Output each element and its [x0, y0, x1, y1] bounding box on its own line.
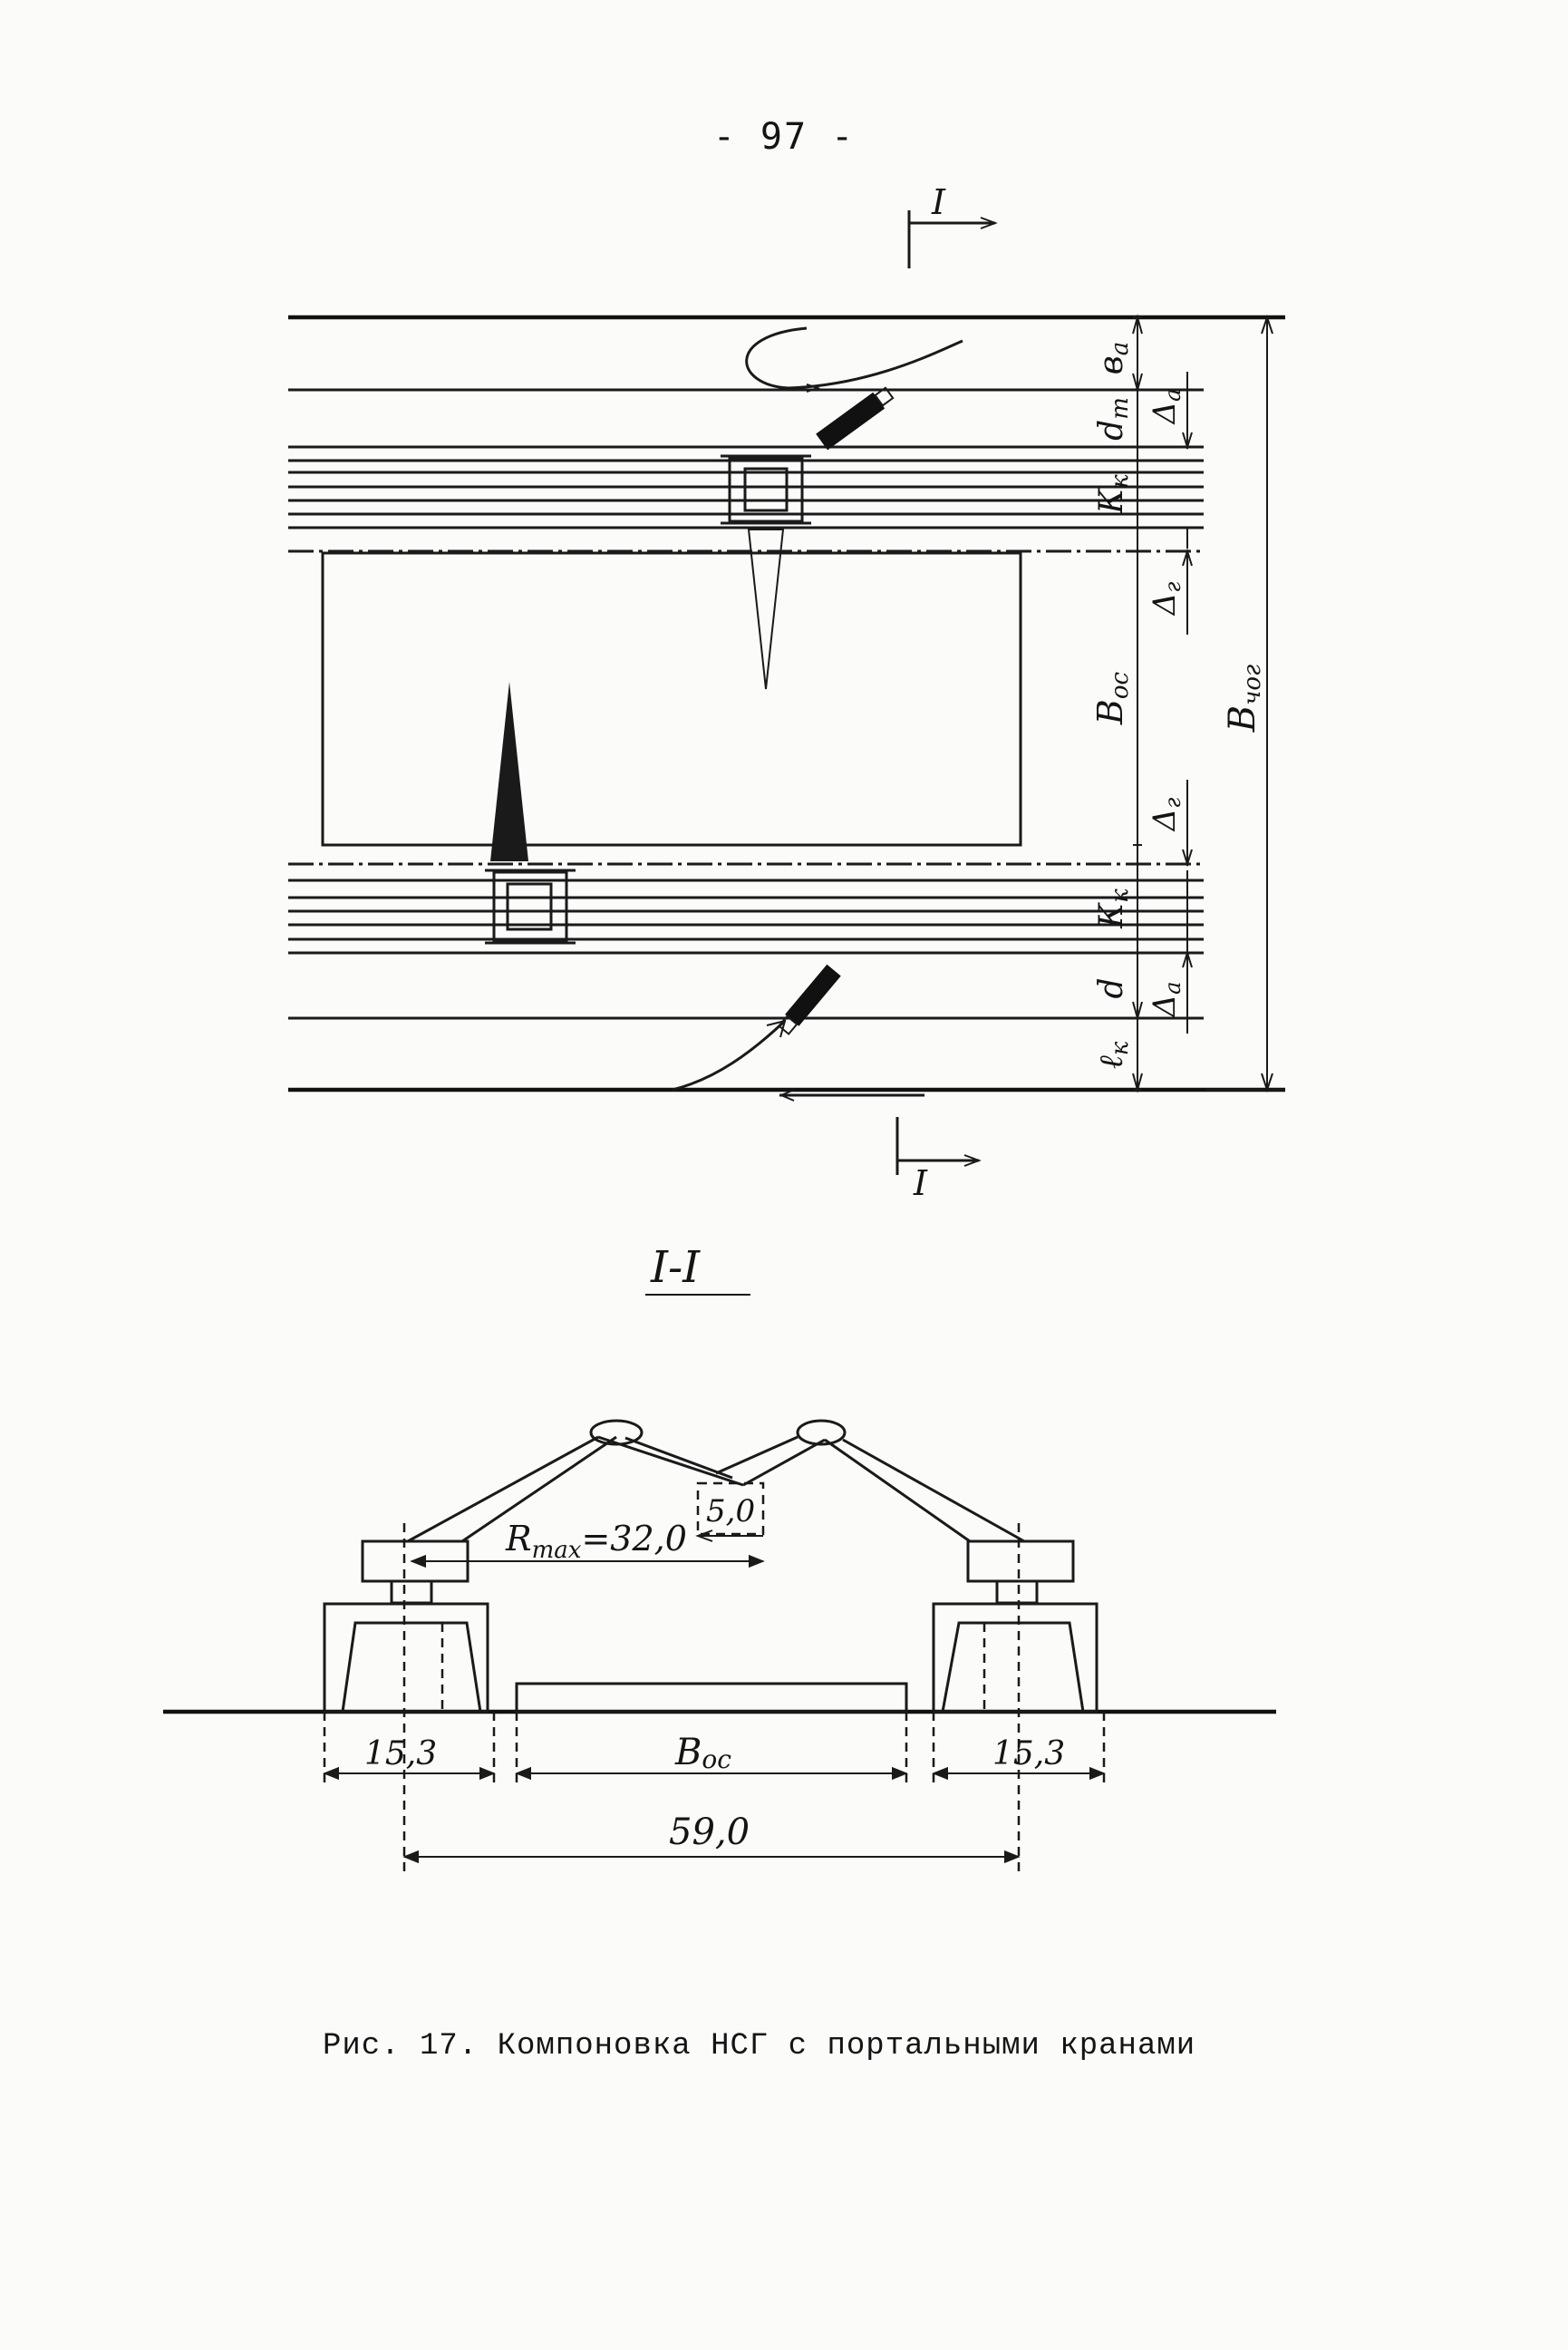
- storage-area: [321, 551, 1022, 847]
- page-number: - 97 -: [712, 116, 856, 158]
- dim-delta-g-bottom: Δг: [1147, 798, 1186, 833]
- overhang-box: [696, 1481, 765, 1536]
- section-mark-bottom-label: I: [913, 1163, 928, 1203]
- crane-bottom: [485, 682, 576, 945]
- crane-right-section: [715, 1419, 1099, 1877]
- storage-strip: [515, 1682, 908, 1714]
- crane-left-section: [323, 1419, 744, 1877]
- dim-delta-g-top: Δг: [1147, 582, 1186, 617]
- section-mark-top-label: I: [931, 182, 946, 222]
- vehicle-top: [745, 326, 963, 451]
- vehicle-bottom: [672, 964, 924, 1102]
- dim-kk-bottom: Кк: [1093, 889, 1134, 929]
- figure-caption: Рис. 17. Компоновка НСГ с портальными кр…: [323, 2029, 1196, 2064]
- section-mark-bottom: I: [895, 1117, 982, 1203]
- rmax-label: Rmax=32,0: [505, 1519, 687, 1564]
- dim-delta-a-top: Δа: [1147, 389, 1186, 426]
- storage-width-label: Bос: [674, 1732, 731, 1774]
- dim-lk: ℓк: [1093, 1041, 1134, 1069]
- overhang-label: 5,0: [706, 1493, 755, 1529]
- dim-ba: ва: [1093, 342, 1134, 374]
- bottom-dimensions: 15,3 Bос 15,3 59,0: [323, 1712, 1106, 1864]
- dim-dt: dт: [1093, 397, 1134, 441]
- dimension-column-inner: ва dт Кк Bос Кк d ℓк: [1090, 314, 1143, 1093]
- right-width-label: 15,3: [992, 1735, 1065, 1772]
- section-view: I-I: [163, 1242, 1276, 1877]
- section-title: I-I: [650, 1242, 701, 1293]
- track-span-label: 59,0: [669, 1811, 750, 1853]
- section-mark-top: I: [907, 182, 998, 268]
- dim-delta-a-bottom: Δа: [1147, 982, 1186, 1019]
- dim-kk-top: Кк: [1093, 474, 1134, 515]
- dimension-total: Bчог: [1205, 314, 1285, 1093]
- dim-d: d: [1093, 977, 1130, 998]
- left-width-label: 15,3: [364, 1735, 437, 1772]
- crane-top: [721, 454, 811, 690]
- dim-boc: Bос: [1090, 671, 1134, 725]
- plan-view: I: [288, 182, 1285, 1203]
- dimension-column-delta: Δа Δг Δг Δа: [1147, 372, 1193, 1034]
- dim-bchog: Bчог: [1222, 665, 1266, 733]
- plan-lines: [288, 315, 1285, 1092]
